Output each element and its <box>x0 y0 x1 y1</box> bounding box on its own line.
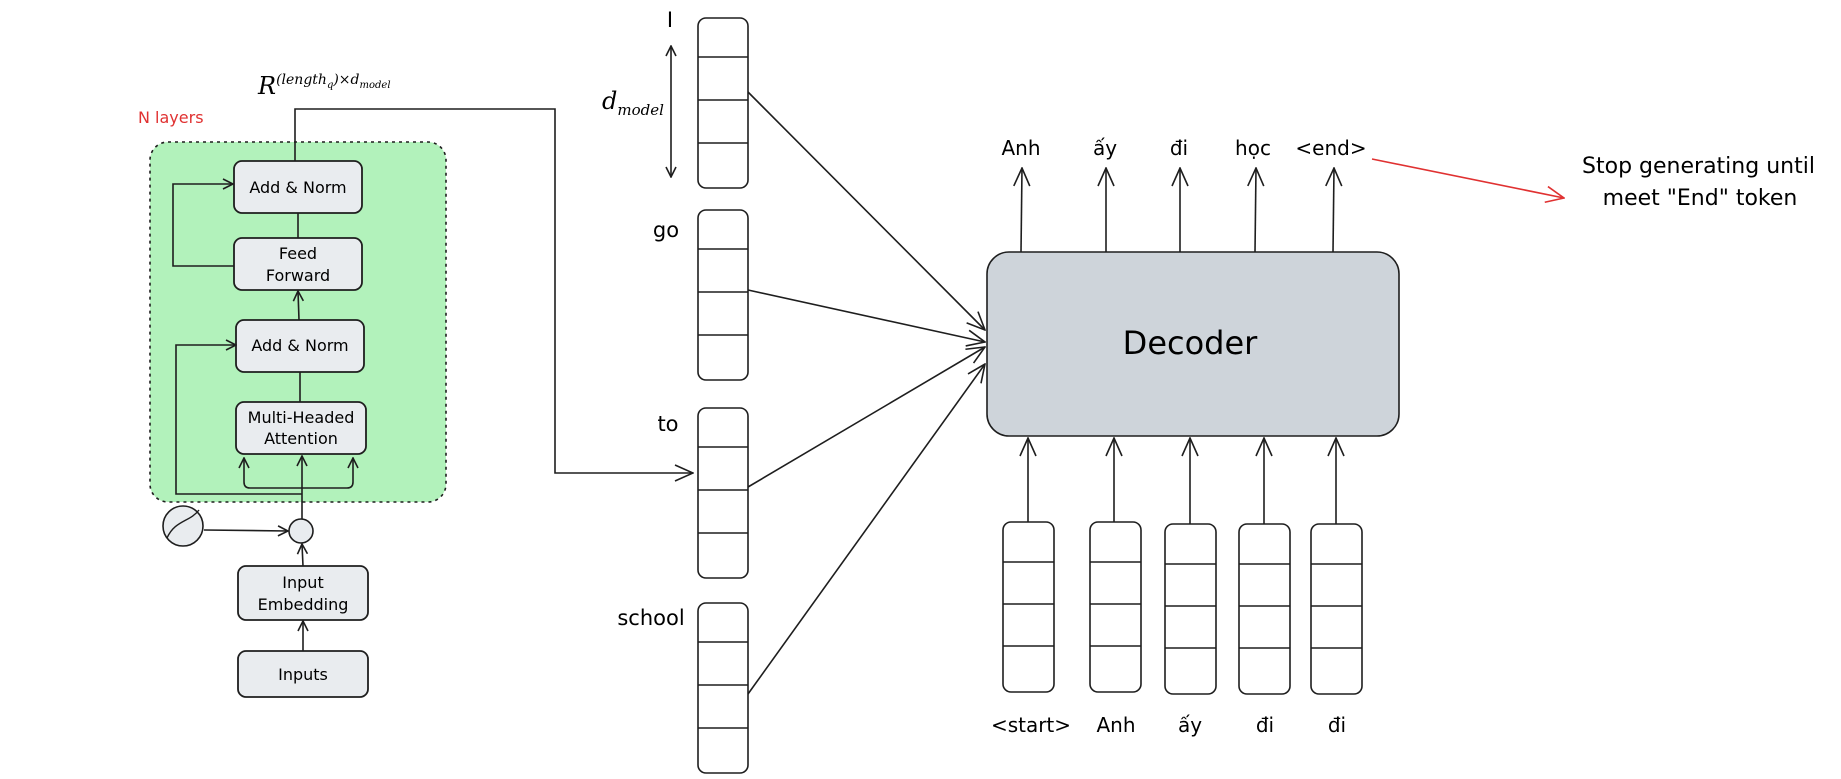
output-token: <end> <box>1295 136 1366 160</box>
svg-text:Add & Norm: Add & Norm <box>251 336 348 355</box>
encoder-vector-go: go <box>653 209 749 381</box>
decoder-input-vector <box>1238 523 1291 695</box>
encoder-vector-to: to <box>657 407 749 579</box>
svg-text:Embedding: Embedding <box>258 595 349 614</box>
n-layers-label: N layers <box>138 108 204 127</box>
encoder-vector-school: school <box>617 602 749 774</box>
input-token: Anh <box>1096 713 1135 737</box>
decoder-output-arrow <box>1333 168 1334 253</box>
decoder-input-vector <box>1002 521 1055 693</box>
svg-text:Feed: Feed <box>279 244 317 263</box>
decoder-output-tokens: Anh ấy đi học <end> <box>1001 136 1366 160</box>
input-token: <start> <box>991 713 1071 737</box>
feed-forward-block: Feed Forward <box>233 237 363 291</box>
add-norm-top-block: Add & Norm <box>233 160 363 214</box>
decoder-label: Decoder <box>1123 324 1259 362</box>
decoder-input-tokens: <start> Anh ấy đi đi <box>991 713 1346 737</box>
attention-right-input-arrow <box>302 458 353 489</box>
positional-encoding-icon <box>162 505 204 547</box>
multi-headed-attention-block: Multi-Headed Attention <box>235 401 367 455</box>
encoder-output-connector <box>294 108 693 473</box>
svg-text:Inputs: Inputs <box>278 665 328 684</box>
add-norm-bottom-block: Add & Norm <box>235 319 365 373</box>
stop-note: Stop generating until meet "End" token <box>1582 154 1822 211</box>
output-token: Anh <box>1001 136 1040 160</box>
output-token: đi <box>1170 136 1188 160</box>
input-token: ấy <box>1178 713 1202 737</box>
decoder-block <box>986 251 1400 437</box>
vector-to-decoder-arrow <box>747 347 985 488</box>
posenc-to-sum-arrow <box>203 530 288 531</box>
svg-text:Attention: Attention <box>264 429 338 448</box>
svg-text:Add & Norm: Add & Norm <box>249 178 346 197</box>
decoder-output-arrow <box>1255 168 1256 253</box>
residual-arrow-top <box>172 184 234 267</box>
encoder: N layers R(lengthq)×dmodel Add & Norm Fe… <box>138 72 693 698</box>
token-label: school <box>617 606 684 630</box>
stop-note-arrow <box>1371 158 1564 198</box>
residual-arrow-bottom <box>175 345 302 495</box>
output-token: học <box>1235 136 1271 160</box>
encoder-vector-I: I <box>667 8 749 189</box>
token-label: to <box>657 412 678 436</box>
input-token: đi <box>1328 713 1346 737</box>
input-token: đi <box>1256 713 1274 737</box>
sum-node <box>288 518 314 544</box>
vector-to-decoder-arrow <box>747 289 985 342</box>
svg-text:Input: Input <box>282 573 323 592</box>
encoder-output-vectors: dmodel I go to <box>602 8 985 774</box>
decoder-input-vector <box>1164 523 1217 695</box>
token-label: I <box>667 8 673 32</box>
vector-to-decoder-arrow <box>747 364 985 695</box>
encoder-output-dim-label: R(lengthq)×dmodel <box>257 72 391 100</box>
decoder: Decoder Anh ấy đi học <end> Stop generat… <box>986 136 1822 737</box>
attention-left-input-arrow <box>244 458 302 489</box>
input-embedding-block: Input Embedding <box>237 565 369 621</box>
token-label: go <box>653 218 679 242</box>
dmodel-label: dmodel <box>602 87 664 119</box>
decoder-input-vector <box>1310 523 1363 695</box>
decoder-output-arrow <box>1021 168 1022 253</box>
vector-to-decoder-arrow <box>747 91 985 330</box>
svg-text:Forward: Forward <box>266 266 330 285</box>
decoder-input-vector <box>1089 521 1142 693</box>
add-norm-to-feed-forward-arrow <box>298 291 299 321</box>
svg-text:Multi-Headed: Multi-Headed <box>248 408 355 427</box>
inputs-block: Inputs <box>237 650 369 698</box>
output-token: ấy <box>1093 136 1117 160</box>
embedding-to-sum-arrow <box>302 544 303 567</box>
